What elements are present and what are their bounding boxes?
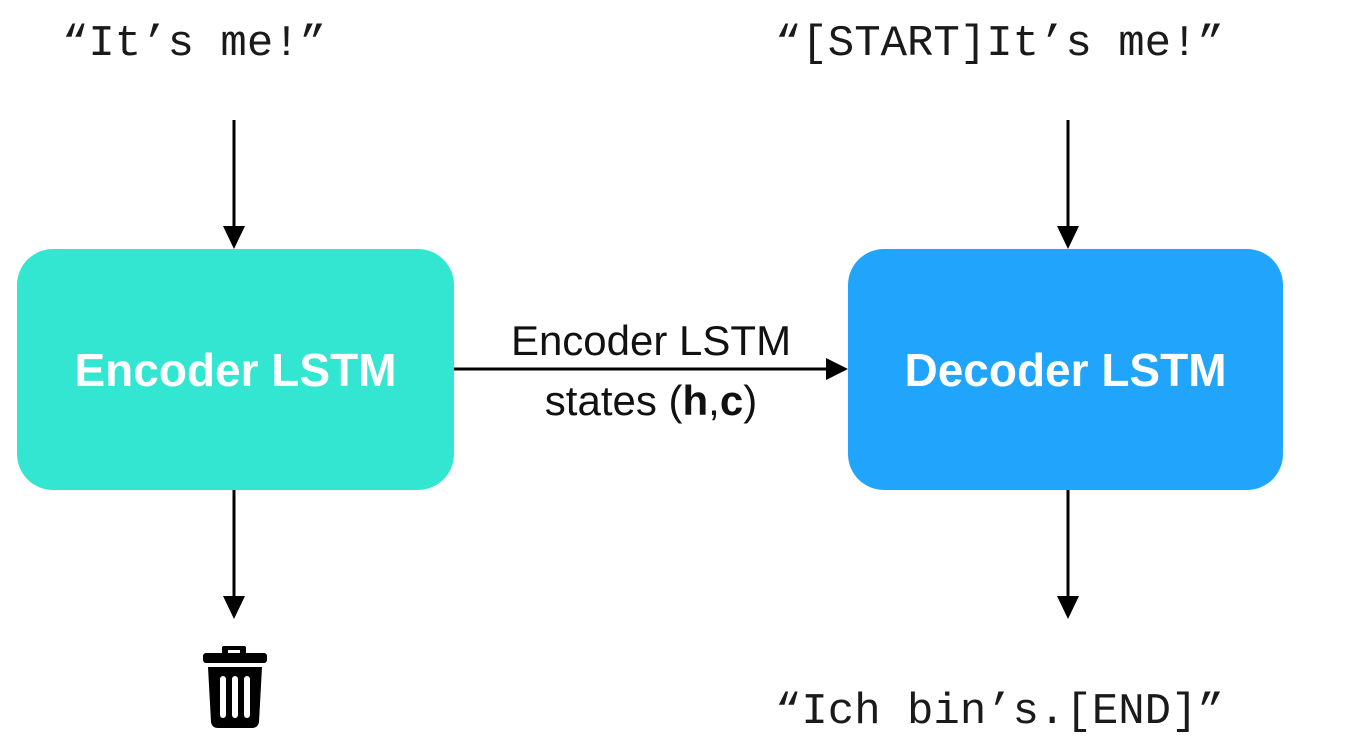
decoder-input-text: “[START]It’s me!” (775, 19, 1224, 69)
encoder-lstm-label: Encoder LSTM (74, 343, 397, 396)
encoder-lstm-box: Encoder LSTM (17, 249, 454, 490)
decoder-input-arrow (1057, 120, 1079, 249)
states-label-line1: Encoder LSTM (510, 317, 792, 364)
decoder-lstm-box: Decoder LSTM (848, 249, 1283, 490)
states-h: h (682, 377, 709, 424)
states-prefix: states ( (544, 377, 683, 424)
states-comma: , (708, 377, 720, 424)
encoder-input-text: “It’s me!” (62, 19, 327, 69)
encoder-input-arrow (223, 120, 245, 249)
states-suffix: ) (743, 377, 758, 424)
decoder-output-text: “Ich bin’s.[END]” (775, 687, 1224, 737)
trash-icon (203, 646, 267, 728)
states-c: c (719, 377, 744, 424)
encoder-output-arrow (223, 490, 245, 619)
decoder-lstm-label: Decoder LSTM (904, 343, 1227, 396)
states-arrow (454, 358, 848, 380)
decoder-output-arrow (1057, 490, 1079, 619)
states-label-line2: states (h,c) (454, 380, 848, 422)
